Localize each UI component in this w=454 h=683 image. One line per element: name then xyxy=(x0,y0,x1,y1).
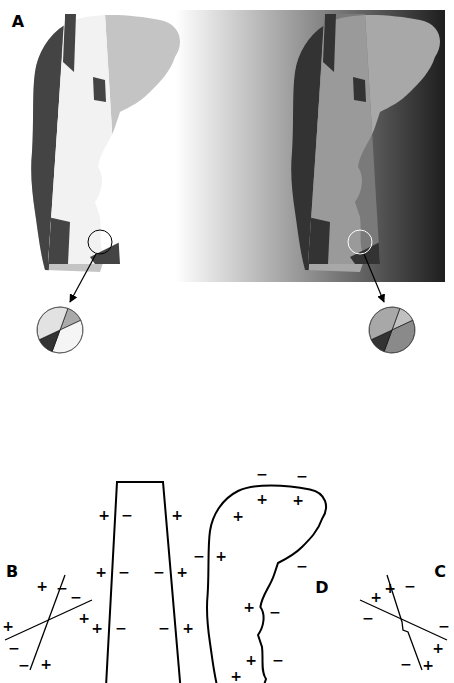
polarity-sign: + xyxy=(98,508,110,522)
polarity-sign: + xyxy=(78,611,90,625)
zoom-arrow xyxy=(70,254,96,302)
polarity-sign: − xyxy=(296,469,308,483)
polarity-sign: − xyxy=(400,657,412,671)
left-figure xyxy=(31,14,180,272)
polarity-sign: − xyxy=(256,467,268,481)
junction-lines-offset xyxy=(360,575,447,670)
polarity-sign: + xyxy=(95,565,107,579)
polarity-sign: + xyxy=(36,579,48,593)
figure-outline xyxy=(207,485,326,683)
polarity-sign: − xyxy=(8,641,20,655)
polarity-sign: + xyxy=(215,549,227,563)
zoom-arrow xyxy=(364,254,384,302)
polarity-sign: + xyxy=(2,619,14,633)
polarity-sign: + xyxy=(232,509,244,523)
polarity-sign: − xyxy=(121,508,133,522)
polarity-sign: + xyxy=(243,600,255,614)
gradient-ground xyxy=(10,10,445,282)
polarity-sign: − xyxy=(18,658,30,672)
polarity-sign: + xyxy=(256,492,268,506)
polarity-sign: − xyxy=(70,590,82,604)
polarity-sign: − xyxy=(115,621,127,635)
polarity-sign: + xyxy=(245,653,257,667)
panel-letter: C xyxy=(434,564,446,580)
zoom-circle xyxy=(369,307,415,353)
polarity-sign: − xyxy=(158,621,170,635)
polarity-sign: − xyxy=(438,619,450,633)
polarity-sign: − xyxy=(362,611,374,625)
polarity-sign: + xyxy=(292,493,304,507)
polarity-sign: − xyxy=(118,565,130,579)
polarity-sign: + xyxy=(370,590,382,604)
polarity-sign: + xyxy=(230,669,242,683)
polarity-sign: + xyxy=(171,508,183,522)
panel-letter: D xyxy=(315,580,328,596)
panel-letter: B xyxy=(6,564,18,580)
polarity-sign: + xyxy=(40,657,52,671)
polarity-sign: + xyxy=(176,565,188,579)
panel-letter: A xyxy=(12,14,24,30)
polarity-sign: − xyxy=(153,565,165,579)
zoom-circle xyxy=(37,307,83,353)
polarity-sign: − xyxy=(272,653,284,667)
right-figure xyxy=(291,14,440,272)
polarity-sign: + xyxy=(91,621,103,635)
polarity-sign: + xyxy=(182,621,194,635)
polarity-sign: − xyxy=(193,549,205,563)
polarity-sign: − xyxy=(296,559,308,573)
junction-lines xyxy=(5,575,92,670)
polarity-sign: − xyxy=(404,579,416,593)
polarity-sign: + xyxy=(422,658,434,672)
polarity-sign: − xyxy=(269,605,281,619)
polarity-sign: − xyxy=(56,581,68,595)
trapezoid-outline xyxy=(105,482,182,683)
polarity-sign: + xyxy=(432,641,444,655)
polarity-sign: + xyxy=(384,581,396,595)
